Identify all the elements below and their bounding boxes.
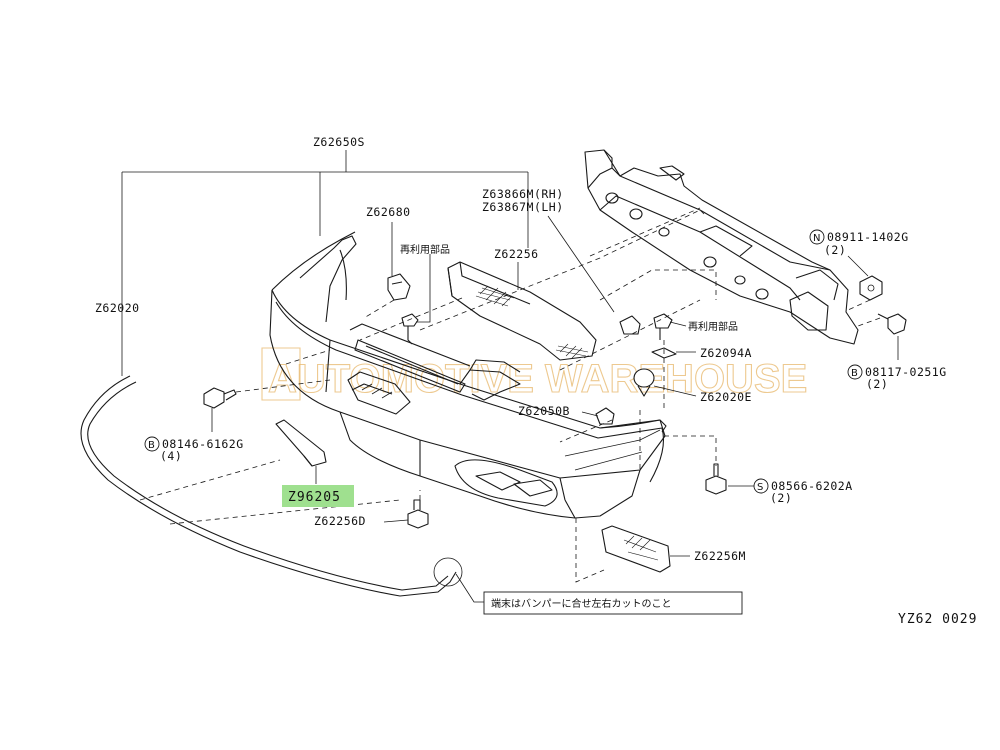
label-z62680: Z62680 <box>366 205 411 219</box>
clip-z62680 <box>387 273 411 301</box>
clip-z62094a <box>651 347 677 359</box>
bumper-reinforcement-z63866m <box>584 149 859 345</box>
nut-08911 <box>859 275 883 301</box>
moulding-strip <box>80 375 463 597</box>
prefix-b-08117: B <box>851 368 858 379</box>
note-box <box>483 591 743 615</box>
note-text: 端末はバンパーに合せ左右カットのこと <box>491 597 672 610</box>
label-z62020e: Z62020E <box>700 390 752 404</box>
grommet-z62020e <box>633 368 655 397</box>
leader-lines <box>121 150 899 603</box>
label-08911: 08911-1402G <box>827 230 909 244</box>
label-08117-qty: (2) <box>866 377 888 391</box>
highlight-z96205 <box>282 485 354 507</box>
label-z62050b: Z62050B <box>518 404 570 418</box>
watermark: AUTOMOTIVE WAREHOUSE <box>261 347 808 402</box>
prefix-s: S <box>757 482 763 493</box>
label-08566-qty: (2) <box>770 491 792 505</box>
bolt-08146 <box>203 387 237 409</box>
label-z62094a: Z62094A <box>700 346 752 360</box>
prefix-n: N <box>813 233 820 244</box>
label-z62256: Z62256 <box>494 247 539 261</box>
plate-z62256 <box>447 261 597 361</box>
circled-prefixes: N B B S <box>144 229 863 494</box>
bracket-z96205 <box>275 419 327 467</box>
bumper-fascia-z62020 <box>269 231 667 519</box>
inner-support <box>349 323 521 401</box>
prefix-b-08146: B <box>148 440 155 451</box>
label-z62256m: Z62256M <box>694 549 746 563</box>
diagram-reference: YZ62 0029 <box>898 612 977 627</box>
plate-z62256m <box>601 525 671 573</box>
rivet-right <box>653 313 673 340</box>
label-z62020: Z62020 <box>95 301 140 315</box>
label-08146-qty: (4) <box>160 449 182 463</box>
bolt-z62256d <box>407 499 429 529</box>
label-z96205: Z96205 <box>288 490 341 505</box>
assembly-lines <box>139 207 881 583</box>
bolt-08117 <box>877 313 907 335</box>
label-08911-qty: (2) <box>824 243 846 257</box>
label-z62650s: Z62650S <box>313 135 365 149</box>
bracket-clip-right <box>619 315 641 335</box>
rivet-left <box>401 313 419 345</box>
label-z62256d: Z62256D <box>314 514 366 528</box>
label-z63867m: Z63867M(LH) <box>482 200 564 214</box>
label-08117: 08117-0251G <box>865 365 947 379</box>
part-labels: Z62650S Z62020 Z62680 再利用部品 Z63866M(RH) … <box>95 135 977 627</box>
label-08566: 08566-6202A <box>771 479 853 493</box>
label-reusable-left: 再利用部品 <box>400 243 450 256</box>
screw-08566 <box>705 463 727 495</box>
label-reusable-right: 再利用部品 <box>688 320 738 333</box>
label-08146: 08146-6162G <box>162 437 244 451</box>
label-z63866m: Z63866M(RH) <box>482 187 564 201</box>
clip-z62050b <box>595 407 615 425</box>
watermark-text: AUTOMOTIVE WAREHOUSE <box>268 357 807 401</box>
